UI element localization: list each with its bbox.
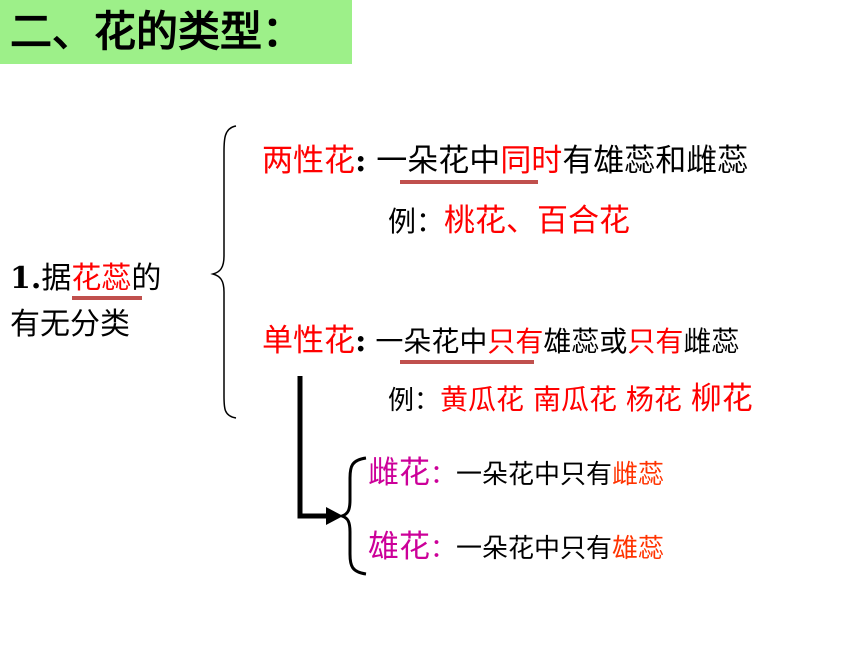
male-def: 一朵花中只有	[456, 534, 613, 564]
title-banner	[0, 0, 352, 64]
bisexual-example-label: 例：	[388, 205, 445, 238]
keyword-underline	[72, 296, 142, 300]
unisexual-example-4: 柳花	[690, 381, 753, 417]
page-title: 二、花的类型：	[10, 7, 305, 56]
criterion-keyword: 花蕊	[71, 261, 132, 296]
female-def: 一朵花中只有	[456, 460, 613, 490]
female-flower-row: 雌花：一朵花中只有雌蕊	[368, 454, 664, 492]
unisexual-definition: 单性花: 一朵花中只有雄蕊或只有雌蕊	[262, 322, 739, 361]
unisexual-example-1: 黄瓜花	[440, 383, 525, 416]
unisexual-highlight-2: 只有	[627, 325, 684, 358]
unisexual-example-2: 南瓜花	[532, 383, 617, 416]
branch-line	[297, 376, 330, 519]
unisexual-def-1: 一朵花中	[366, 325, 488, 358]
main-brace	[210, 125, 237, 419]
criterion-number: 1.	[10, 261, 42, 296]
bisexual-highlight: 同时	[500, 143, 563, 179]
female-organ: 雌蕊	[612, 460, 665, 490]
bisexual-examples: 桃花、百合花	[444, 203, 631, 239]
branch-arrowhead	[326, 507, 343, 525]
male-name: 雄花	[368, 529, 430, 565]
bisexual-name: 两性花	[262, 143, 355, 179]
bisexual-definition: 两性花: 一朵花中同时有雄蕊和雌蕊	[262, 142, 748, 180]
bisexual-example: 例：桃花、百合花	[388, 202, 630, 241]
unisexual-def-2: 雄蕊或	[543, 325, 628, 358]
criterion-line-2: 有无分类	[10, 307, 130, 342]
sub-brace	[337, 456, 367, 576]
unisexual-example-label: 例：	[388, 386, 441, 416]
unisexual-name: 单性花	[262, 323, 355, 359]
bisexual-underline	[400, 180, 538, 184]
female-colon: ：	[430, 460, 457, 490]
unisexual-colon: :	[355, 323, 367, 359]
unisexual-example-3: 杨花	[625, 383, 682, 416]
unisexual-underline	[400, 360, 534, 364]
criterion-line-1: 1.据花蕊的	[10, 260, 161, 298]
unisexual-def-3: 雌蕊	[683, 325, 740, 358]
male-organ: 雄蕊	[612, 534, 665, 564]
male-colon: ：	[430, 534, 457, 564]
female-name: 雌花	[368, 455, 430, 491]
bisexual-def-1: 一朵花中	[366, 143, 501, 179]
bisexual-colon: :	[355, 143, 367, 179]
criterion-prefix: 据	[41, 261, 72, 296]
bisexual-def-2: 有雄蕊和雌蕊	[562, 143, 749, 179]
criterion-suffix: 的	[131, 261, 162, 296]
male-flower-row: 雄花：一朵花中只有雄蕊	[368, 528, 664, 566]
unisexual-highlight-1: 只有	[487, 325, 544, 358]
unisexual-example: 例：黄瓜花 南瓜花 杨花 柳花	[388, 380, 753, 418]
